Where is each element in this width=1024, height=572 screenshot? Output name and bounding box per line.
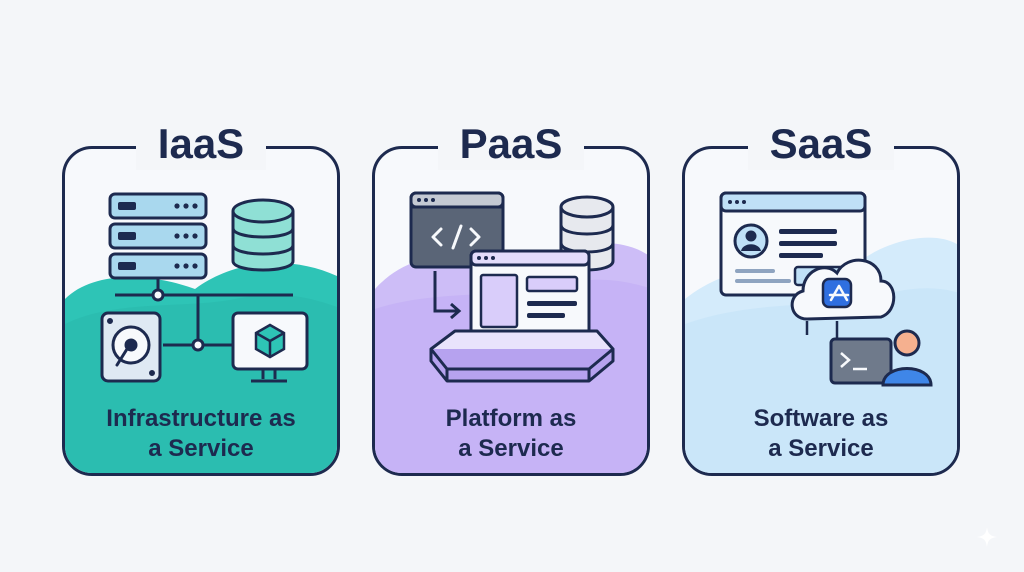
arrow-icon	[433, 271, 457, 313]
user-icon	[881, 329, 933, 387]
hard-disk-icon	[100, 311, 162, 383]
paas-caption: Platform as a Service	[372, 404, 650, 464]
iaas-caption: Infrastructure as a Service	[62, 404, 340, 464]
sparkle-icon	[977, 527, 997, 547]
database-icon	[231, 198, 295, 272]
server-rack-icon	[108, 192, 208, 280]
saas-caption-line1: Software as	[753, 405, 889, 432]
code-window-icon	[409, 191, 505, 269]
saas-illustration	[685, 191, 957, 473]
platform-base-icon	[429, 329, 615, 383]
saas-title: SaaS	[682, 118, 960, 170]
saas-caption: Software as a Service	[682, 404, 960, 464]
iaas-caption-line2: a Service	[148, 435, 254, 462]
terminal-icon	[829, 337, 893, 385]
saas-caption-line2: a Service	[768, 435, 874, 462]
iaas-caption-line1: Infrastructure as	[106, 405, 296, 432]
paas-caption-line1: Platform as	[445, 405, 577, 432]
monitor-cube-icon	[231, 311, 309, 383]
iaas-title: IaaS	[62, 118, 340, 170]
paas-card	[372, 146, 650, 476]
app-window-icon	[469, 249, 591, 341]
paas-illustration	[375, 191, 647, 473]
iaas-illustration	[65, 192, 337, 473]
paas-title: PaaS	[372, 118, 650, 170]
iaas-card	[62, 146, 340, 476]
paas-caption-line2: a Service	[458, 435, 564, 462]
saas-card	[682, 146, 960, 476]
